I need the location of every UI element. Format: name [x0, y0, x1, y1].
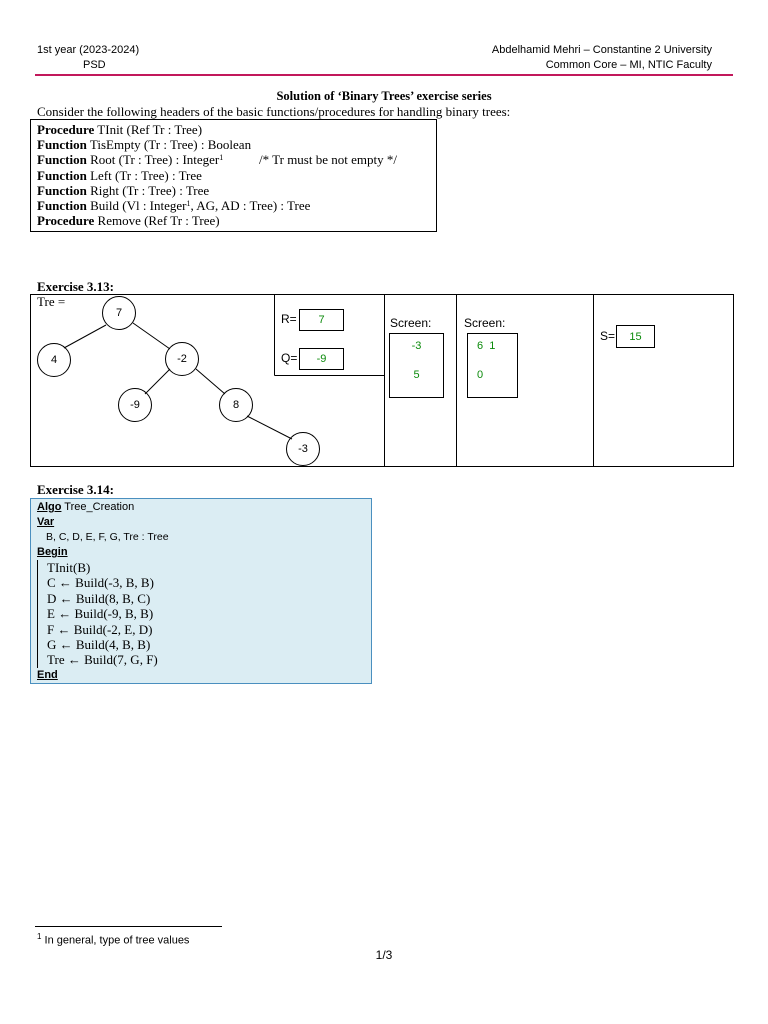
frame-outer — [30, 294, 734, 467]
screen2-label: Screen: — [464, 316, 506, 330]
exercise-3-13-frame — [30, 294, 734, 467]
screen2-box — [467, 333, 518, 398]
function-headers-box: Procedure TInit (Ref Tr : Tree) Function… — [30, 119, 437, 232]
tree-node: 8 — [219, 388, 253, 422]
header-line: Function Left (Tr : Tree) : Tree — [37, 167, 202, 183]
header-line: Function Build (Vl : Integer1, AG, AD : … — [37, 198, 311, 214]
r-value-box: 7 — [299, 309, 344, 331]
tree-node: -2 — [165, 342, 199, 376]
screen1-box — [389, 333, 444, 398]
header-faculty: Common Core – MI, NTIC Faculty — [545, 59, 712, 71]
header-rule — [35, 74, 733, 76]
screen1-label: Screen: — [390, 316, 432, 330]
q-value-box: -9 — [299, 348, 344, 370]
tree-edge — [132, 322, 171, 350]
algo-statement: C ← Build(-3, B, B) — [47, 575, 154, 591]
footnote: 1 In general, type of tree values — [37, 932, 190, 947]
algo-statement: E ← Build(-9, B, B) — [47, 606, 154, 622]
header-line: Procedure Remove (Ref Tr : Tree) — [37, 213, 220, 229]
algorithm-box: Algo Tree_Creation Var B, C, D, E, F, G,… — [30, 498, 372, 684]
algo-body: TInit(B) C ← Build(-3, B, B) D ← Build(8… — [37, 560, 371, 668]
tree-node-root: 7 — [102, 296, 136, 330]
var-declaration: B, C, D, E, F, G, Tre : Tree — [46, 531, 169, 543]
tree-edge — [195, 368, 226, 395]
tree-label: Tre = — [37, 294, 66, 309]
exercise-3-14-title: Exercise 3.14: — [37, 482, 115, 497]
tree-node: -9 — [118, 388, 152, 422]
tree-edge — [63, 324, 107, 349]
page-title: Solution of ‘Binary Trees’ exercise seri… — [276, 89, 492, 103]
exercise-3-13-title: Exercise 3.13: — [37, 279, 115, 294]
var-keyword: Var — [37, 516, 55, 528]
algo-statement: F ← Build(-2, E, D) — [47, 621, 153, 637]
header-line: Procedure TInit (Ref Tr : Tree) — [37, 122, 203, 137]
header-line: Function TisEmpty (Tr : Tree) : Boolean — [37, 137, 252, 153]
algo-statement: G ← Build(4, B, B) — [47, 637, 151, 653]
s-label: S= — [600, 329, 616, 343]
tree-edge — [144, 368, 171, 395]
screen2-output-line: 6 1 — [477, 340, 496, 352]
begin-keyword: Begin — [37, 546, 68, 558]
header-line: Function Right (Tr : Tree) : Tree — [37, 182, 210, 198]
screen1-output-line: 5 — [413, 369, 420, 381]
screen2-output-line: 0 — [477, 369, 484, 381]
page-number: 1/3 — [375, 948, 393, 962]
end-keyword: End — [37, 668, 58, 681]
header-year: 1st year (2023-2024) — [37, 44, 140, 56]
footnote-rule — [35, 926, 222, 927]
header-course: PSD — [83, 59, 106, 71]
s-value-box: 15 — [616, 325, 655, 348]
algo-statement: TInit(B) — [47, 560, 91, 575]
tree-node: 4 — [37, 343, 71, 377]
tree-edge — [246, 415, 293, 440]
algo-statement: D ← Build(8, B, C) — [47, 590, 151, 606]
tree-node: -3 — [286, 432, 320, 466]
intro-text: Consider the following headers of the ba… — [37, 104, 511, 119]
screen1-output-line: -3 — [411, 340, 422, 352]
header-university: Abdelhamid Mehri – Constantine 2 Univers… — [491, 44, 712, 56]
header-line: Function Root (Tr : Tree) : Integer1 /* … — [37, 152, 397, 168]
algo-statement: Tre ← Build(7, G, F) — [47, 652, 158, 668]
r-label: R= — [281, 312, 297, 326]
q-label: Q= — [281, 351, 298, 365]
algo-header: Algo Tree_Creation — [37, 501, 135, 513]
